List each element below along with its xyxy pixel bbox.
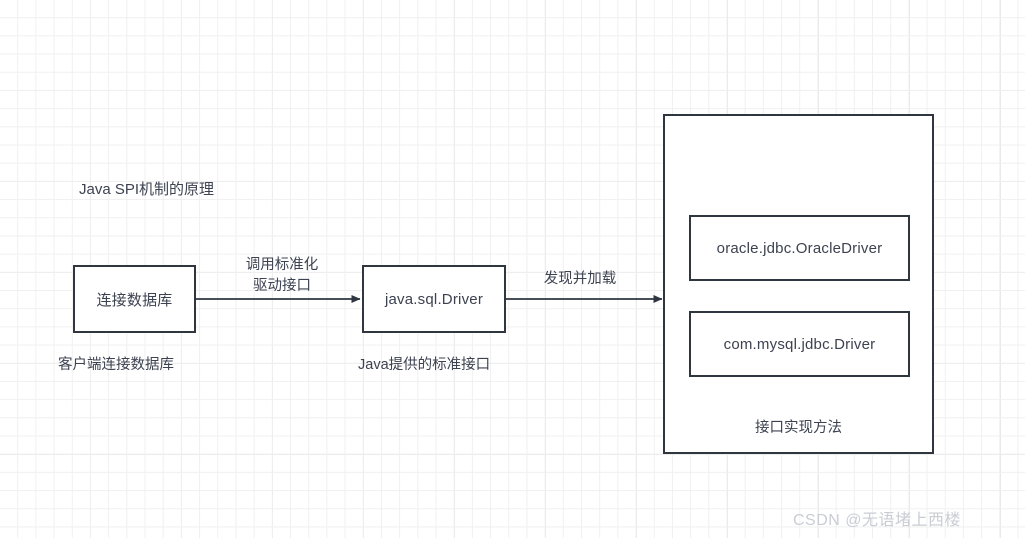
node-oracle-jdbc-oracledriver-label: oracle.jdbc.OracleDriver (716, 239, 883, 257)
edge-label-discover-and-load: 发现并加载 (535, 269, 625, 290)
caption-client-db: 客户端连接数据库 (58, 357, 174, 373)
node-oracle-jdbc-oracledriver[interactable]: oracle.jdbc.OracleDriver (689, 215, 910, 281)
diagram-title: Java SPI机制的原理 (79, 181, 215, 198)
edge-label-load-line1: 发现并加载 (543, 271, 617, 287)
watermark-csdn: CSDN @无语堵上西楼 (793, 512, 962, 529)
caption-java-sql-driver: Java提供的标准接口 (358, 357, 491, 373)
edge-label-call-line1: 调用标准化 (245, 257, 319, 273)
edge-label-call-line2: 驱动接口 (253, 278, 311, 295)
node-java-sql-driver[interactable]: java.sql.Driver (362, 265, 506, 333)
node-com-mysql-jdbc-driver[interactable]: com.mysql.jdbc.Driver (689, 311, 910, 377)
node-client-db-label: 连接数据库 (96, 291, 173, 309)
node-java-sql-driver-label: java.sql.Driver (384, 290, 484, 308)
node-client-db[interactable]: 连接数据库 (73, 265, 196, 333)
caption-container-implementations: 接口实现方法 (755, 420, 842, 436)
container-implementations[interactable]: oracle.jdbc.OracleDriver com.mysql.jdbc.… (663, 114, 934, 454)
node-com-mysql-jdbc-driver-label: com.mysql.jdbc.Driver (723, 335, 876, 353)
edge-label-call-standard-driver: 调用标准化 驱动接口 (232, 255, 332, 297)
